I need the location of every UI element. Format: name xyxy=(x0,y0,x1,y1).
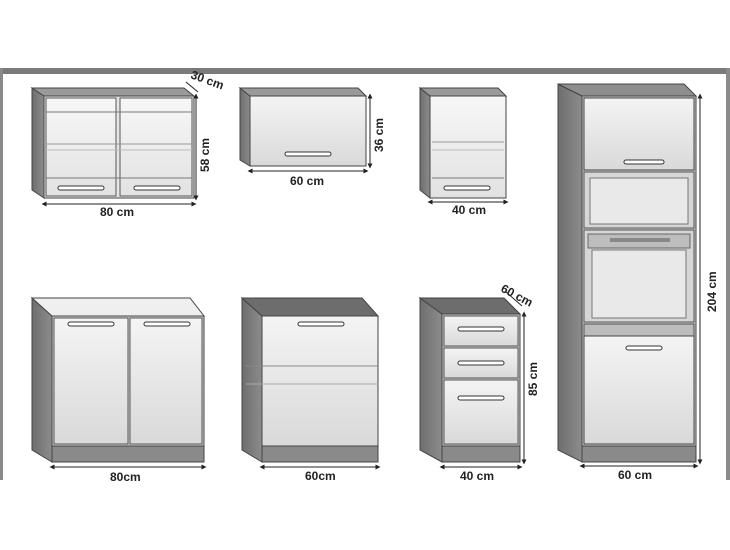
dim-wall60-width: 60 cm xyxy=(290,174,324,188)
glass-door-right xyxy=(119,97,193,197)
handle xyxy=(143,321,191,327)
handle xyxy=(67,321,115,327)
handle xyxy=(133,185,181,191)
frame-top-border xyxy=(0,68,730,74)
dim-tall-height: 204 cm xyxy=(705,271,719,312)
tall-oven-cabinet-60: 204 cm 60 cm xyxy=(557,83,719,482)
plinth xyxy=(441,445,521,463)
base-cabinet-80: 80cm xyxy=(30,296,207,484)
handle xyxy=(457,395,505,401)
plinth xyxy=(261,445,379,463)
door xyxy=(261,315,379,447)
dim-base60-width: 60cm xyxy=(305,469,336,483)
handle xyxy=(457,360,505,366)
dim-wall80-height: 58 cm xyxy=(198,138,212,172)
dim-base40-height: 85 cm xyxy=(526,362,540,396)
handle xyxy=(623,159,665,165)
base-cabinet-60: 60cm xyxy=(240,296,381,483)
handle xyxy=(284,151,332,157)
drawer-3 xyxy=(443,379,519,445)
door-left xyxy=(53,317,129,445)
base-drawer-cabinet-40: 40 cm 85 cm 60 cm xyxy=(418,281,540,483)
wall-cabinet-40: 40 cm xyxy=(418,86,509,217)
dim-base40-width: 40 cm xyxy=(460,469,494,483)
handle xyxy=(297,321,345,327)
dim-wall40-width: 40 cm xyxy=(452,203,486,217)
worktop xyxy=(30,297,206,317)
dim-wall60-height: 36 cm xyxy=(372,118,386,152)
dim-base80-width: 80cm xyxy=(110,470,141,484)
dim-tall-width: 60 cm xyxy=(618,468,652,482)
frame-right-border xyxy=(726,68,730,480)
glass-door-left xyxy=(45,97,117,197)
plinth xyxy=(581,445,697,463)
frame-left-border xyxy=(0,68,3,480)
door-right xyxy=(129,317,203,445)
handle xyxy=(443,185,491,191)
dim-wall80-width: 80 cm xyxy=(100,205,134,219)
handle xyxy=(457,326,505,332)
handle xyxy=(625,345,663,351)
worktop xyxy=(240,297,380,317)
handle xyxy=(57,185,105,191)
plinth xyxy=(51,445,205,463)
wall-cabinet-60: 60 cm 36 cm xyxy=(238,86,386,188)
top-door xyxy=(583,97,695,171)
bottom-door xyxy=(583,335,695,445)
wall-cabinet-80: 80 cm 58 cm 30 cm xyxy=(30,68,226,219)
